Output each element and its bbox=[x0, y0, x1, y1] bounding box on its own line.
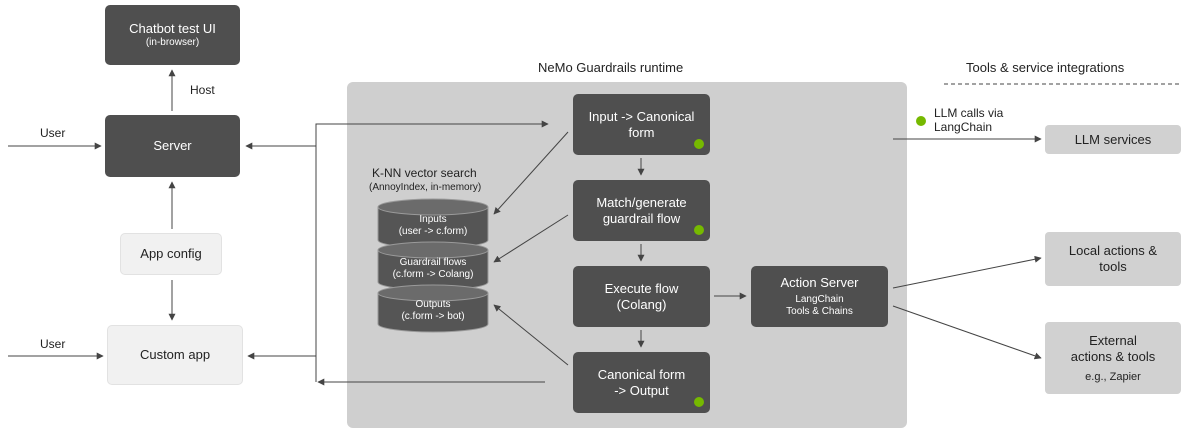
arrow-to-local-actions bbox=[892, 255, 1042, 289]
flows-db-title: Guardrail flows bbox=[399, 257, 467, 268]
external-actions-line1: External bbox=[1089, 333, 1137, 348]
llm-services-box: LLM services bbox=[1045, 125, 1181, 154]
host-label: Host bbox=[190, 83, 215, 97]
inputs-db-text: Inputs (user -> c.form) bbox=[378, 214, 488, 238]
llm-services-label: LLM services bbox=[1074, 131, 1152, 147]
custom-app-box: Custom app bbox=[107, 325, 243, 385]
match-generate-flow-box: Match/generate guardrail flow bbox=[573, 180, 710, 241]
external-actions-box: External actions & tools e.g., Zapier bbox=[1045, 322, 1181, 394]
match-generate-line2: guardrail flow bbox=[602, 210, 681, 226]
local-actions-line2: tools bbox=[1099, 259, 1127, 274]
action-server-title: Action Server bbox=[780, 275, 859, 290]
green-status-dot bbox=[694, 397, 704, 407]
server-label: Server bbox=[153, 138, 192, 153]
external-actions-line2: actions & tools bbox=[1070, 349, 1156, 364]
runtime-title: NeMo Guardrails runtime bbox=[538, 60, 684, 75]
outputs-db-text: Outputs (c.form -> bot) bbox=[378, 299, 488, 323]
llm-calls-line1: LLM calls via bbox=[934, 106, 1004, 120]
local-actions-line1: Local actions & bbox=[1068, 243, 1158, 258]
execute-flow-box: Execute flow (Colang) bbox=[573, 266, 710, 327]
canonical-output-line1: Canonical form bbox=[597, 366, 686, 382]
chatbot-test-ui-title: Chatbot test UI bbox=[129, 21, 216, 36]
input-canonical-form-line1: Input -> Canonical bbox=[588, 108, 695, 124]
green-status-dot bbox=[694, 139, 704, 149]
integrations-title: Tools & service integrations bbox=[966, 60, 1125, 75]
arrow-to-external-actions bbox=[892, 305, 1042, 360]
action-server-box: Action Server LangChain Tools & Chains bbox=[751, 266, 888, 327]
chatbot-test-ui-subtitle: (in-browser) bbox=[145, 37, 200, 48]
inputs-db-title: Inputs bbox=[419, 214, 447, 225]
green-status-dot bbox=[916, 116, 926, 126]
custom-app-label: Custom app bbox=[139, 347, 211, 362]
knn-subtitle: (AnnoyIndex, in-memory) bbox=[369, 182, 482, 193]
execute-flow-line1: Execute flow bbox=[604, 280, 679, 296]
flows-db-subtitle: (c.form -> Colang) bbox=[392, 269, 474, 280]
local-actions-box: Local actions & tools bbox=[1045, 232, 1181, 286]
flows-db-text: Guardrail flows (c.form -> Colang) bbox=[378, 257, 488, 281]
app-config-label: App config bbox=[140, 246, 202, 261]
execute-flow-line2: (Colang) bbox=[616, 296, 667, 312]
action-server-line2: Tools & Chains bbox=[786, 306, 853, 317]
action-server-line1: LangChain bbox=[795, 294, 844, 305]
llm-calls-line2: LangChain bbox=[934, 120, 993, 134]
user-label-bottom: User bbox=[40, 337, 66, 351]
chatbot-test-ui-box: Chatbot test UI (in-browser) bbox=[105, 5, 240, 65]
green-status-dot bbox=[694, 225, 704, 235]
knn-title: K-NN vector search bbox=[372, 166, 477, 180]
outputs-db-subtitle: (c.form -> bot) bbox=[401, 311, 465, 322]
match-generate-line1: Match/generate bbox=[596, 194, 687, 210]
app-config-box: App config bbox=[120, 233, 222, 275]
external-actions-example: e.g., Zapier bbox=[1085, 371, 1141, 383]
user-label-top: User bbox=[40, 126, 66, 140]
server-box: Server bbox=[105, 115, 240, 177]
input-canonical-form-line2: form bbox=[628, 124, 655, 140]
canonical-output-line2: -> Output bbox=[614, 382, 669, 398]
canonical-output-box: Canonical form -> Output bbox=[573, 352, 710, 413]
outputs-db-title: Outputs bbox=[415, 299, 451, 310]
inputs-db-subtitle: (user -> c.form) bbox=[398, 226, 468, 237]
input-canonical-form-box: Input -> Canonical form bbox=[573, 94, 710, 155]
